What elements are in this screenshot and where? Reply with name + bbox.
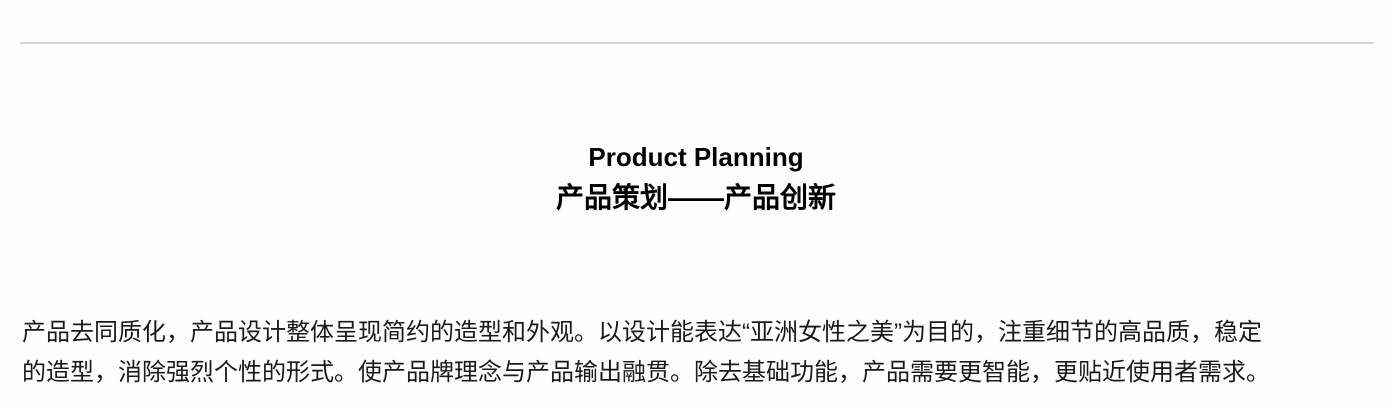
section-title-chinese: 产品策划——产品创新 — [555, 182, 836, 213]
description-paragraph: 产品去同质化，产品设计整体呈现简约的造型和外观。以设计能表达“亚洲女性之美”为目… — [22, 313, 1382, 393]
section-title-english: Product Planning — [588, 142, 804, 172]
top-divider — [20, 42, 1374, 44]
description-line: 产品去同质化，产品设计整体呈现简约的造型和外观。以设计能表达“亚洲女性之美”为目… — [22, 319, 1262, 346]
description-line: 的造型，消除强烈个性的形式。使产品牌理念与产品输出融贯。除去基础功能，产品需要更… — [22, 359, 1270, 386]
section-header: Product Planning 产品策划——产品创新 — [0, 140, 1392, 218]
